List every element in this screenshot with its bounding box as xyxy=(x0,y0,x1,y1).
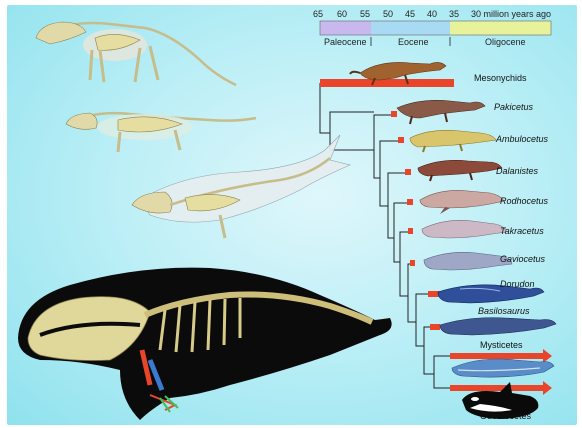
taxon-label-mesonychids: Mesonychids xyxy=(474,73,527,83)
range-bar-basilosaurus xyxy=(430,324,440,330)
tick-label-50: 50 xyxy=(383,9,393,19)
bowhead-whale-skeleton xyxy=(18,268,392,420)
mesonychid-skeleton xyxy=(36,22,236,85)
mysticete-illustration xyxy=(452,359,554,377)
tick-label-60: 60 xyxy=(337,9,347,19)
epoch-label-paleocene: Paleocene xyxy=(324,37,367,47)
taxon-label-basilosaurus: Basilosaurus xyxy=(478,306,530,316)
taxon-label-takracetus: Takracetus xyxy=(500,226,544,236)
gaviocetus-illustration xyxy=(424,252,512,270)
basilosaurus-illustration xyxy=(440,318,556,335)
eocene-band xyxy=(371,21,450,35)
epoch-label-eocene: Eocene xyxy=(398,37,429,47)
range-bar-rodhocetus xyxy=(407,199,413,205)
taxon-label-dorudon: Dorudon xyxy=(500,279,535,289)
epoch-label-oligocene: Oligocene xyxy=(485,37,526,47)
taxon-label-rodhocetus: Rodhocetus xyxy=(500,196,549,206)
tick-label-40: 40 xyxy=(427,9,437,19)
taxon-label-pakicetus: Pakicetus xyxy=(494,102,534,112)
takracetus-illustration xyxy=(422,220,506,238)
tick-label-35: 35 xyxy=(449,9,459,19)
oligocene-band xyxy=(450,21,551,35)
paleocene-band xyxy=(320,21,371,35)
tick-label-65: 65 xyxy=(313,9,323,19)
taxon-label-ambulocetus: Ambulocetus xyxy=(495,134,549,144)
range-bar-dalanistes xyxy=(405,169,411,175)
taxon-label-gaviocetus: Gaviocetus xyxy=(500,254,546,264)
pakicetus-illustration xyxy=(397,100,485,124)
tick-label-30: 30 million years ago xyxy=(471,9,551,19)
tick-label-55: 55 xyxy=(360,9,370,19)
tick-label-45: 45 xyxy=(405,9,415,19)
range-bar-mesonychids xyxy=(320,79,454,87)
range-bar-gaviocetus xyxy=(410,260,415,266)
range-bar-pakicetus xyxy=(391,111,397,117)
dalanistes-illustration xyxy=(418,160,502,181)
range-bar-takracetus xyxy=(408,228,413,234)
taxon-label-dalanistes: Dalanistes xyxy=(496,166,539,176)
ambulocetus-skeleton xyxy=(66,113,256,152)
dorudon-skeleton xyxy=(132,135,350,238)
rodhocetus-illustration xyxy=(420,190,504,214)
taxon-label-mysticetes: Mysticetes xyxy=(480,340,523,350)
range-bar-ambulocetus xyxy=(398,137,404,143)
ambulocetus-illustration xyxy=(410,130,496,152)
taxon-label-odontocetes: Odontocetes xyxy=(480,411,532,421)
timeline: 65 60 55 50 45 40 35 30 million years ag… xyxy=(313,9,551,47)
